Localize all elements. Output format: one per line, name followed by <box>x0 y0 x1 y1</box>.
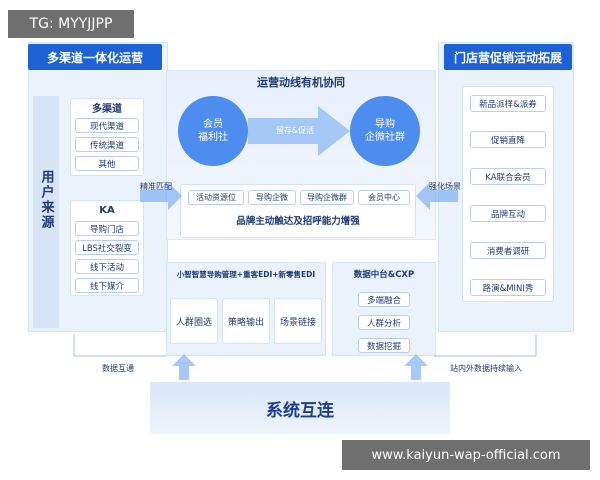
up-arrow-right <box>404 354 428 380</box>
promo-item: KA联合会员 <box>470 168 546 185</box>
touchpoint-caption: 品牌主动触达及招呼能力增强 <box>236 216 360 227</box>
data-exchange-label: 数据互通 <box>102 363 134 373</box>
left-channel-item: 其他 <box>75 156 139 171</box>
system-interconnect-label: 系统互连 <box>266 400 334 421</box>
data-input-label: 站内外数据持续输入 <box>450 363 522 373</box>
touchpoint-tag: 导购企微 <box>248 190 296 205</box>
retention-arrow-label: 留存&促活 <box>275 125 315 135</box>
data-platform-item: 数据挖掘 <box>358 338 410 353</box>
promo-item: 新品派样&派券 <box>470 95 546 112</box>
data-link-line-right <box>434 334 537 357</box>
system-interconnect-band <box>150 382 450 434</box>
touchpoint-tag: 会员中心 <box>358 190 410 205</box>
precise-match-arrow <box>140 182 182 210</box>
touchpoint-tag: 活动资源位 <box>188 190 244 205</box>
right-panel-title: 门店营促销活动拓展 <box>444 44 572 70</box>
watermark-bottom: www.kaiyun-wap-official.com <box>342 440 590 470</box>
strengthen-scene-arrow <box>416 182 458 210</box>
circle-line: 导购 <box>375 119 395 130</box>
ka-item: 线下媒介 <box>75 278 139 293</box>
retention-arrow <box>248 106 350 156</box>
data-platform-title: 数据中台&CXP <box>353 270 415 280</box>
right-item-group <box>462 86 554 302</box>
smart-guide-card: 人群圈选 <box>170 298 218 344</box>
touchpoint-tag: 导购企微群 <box>300 190 354 205</box>
ka-item: 导购门店 <box>75 221 139 236</box>
data-platform-item: 人群分析 <box>358 315 410 330</box>
left-panel-title: 多渠道一体化运营 <box>28 44 162 70</box>
watermark-top: TG: MYYJJPP <box>8 10 134 38</box>
smart-guide-card: 场景链接 <box>274 298 322 344</box>
smart-guide-title: 小智智慧导购管理+重客EDI+新零售EDI <box>176 269 316 279</box>
user-source-label: 用户来源 <box>38 170 54 230</box>
circle-line: 会员 <box>203 119 223 130</box>
promo-item: 品牌互动 <box>470 205 546 222</box>
guide-community-circle: 导购 企微社群 <box>350 96 420 166</box>
ka-item: 线下活动 <box>75 259 139 274</box>
data-link-line-left <box>73 334 166 357</box>
data-platform-item: 多端融合 <box>358 292 410 307</box>
circle-line: 福利社 <box>198 132 228 143</box>
smart-guide-card: 策略输出 <box>222 298 270 344</box>
strengthen-scene-label: 强化场景 <box>429 181 461 191</box>
user-source-column <box>33 96 59 328</box>
member-welfare-circle: 会员 福利社 <box>178 96 248 166</box>
multi-channel-heading: 多渠道 <box>92 103 122 115</box>
precise-match-label: 精准匹配 <box>140 181 172 191</box>
left-channel-item: 传统渠道 <box>75 137 139 152</box>
promo-item: 路演&MINI秀 <box>470 279 546 296</box>
ka-item: LBS社交裂变 <box>75 240 139 255</box>
up-arrow-left <box>172 354 196 380</box>
promo-item: 促销直降 <box>470 131 546 148</box>
circle-line: 企微社群 <box>365 132 405 143</box>
left-channel-item: 现代渠道 <box>75 118 139 133</box>
ka-heading: KA <box>99 204 115 216</box>
center-title: 运营动线有机协同 <box>257 76 345 89</box>
promo-item: 消费者调研 <box>470 242 546 259</box>
